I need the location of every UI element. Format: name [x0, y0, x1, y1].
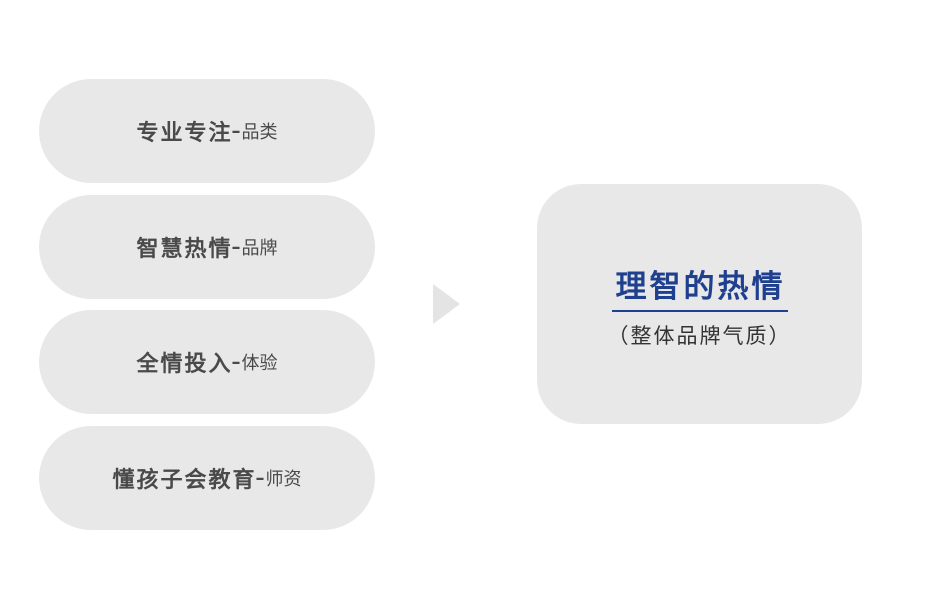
- result-title: 理智的热情: [611, 261, 788, 312]
- pillar-item-brand: 智慧热情–品牌: [39, 195, 375, 299]
- pillar-main-text: 懂孩子会教育: [112, 468, 257, 493]
- result-subtitle: （整体品牌气质）: [607, 323, 792, 348]
- pillar-sub-text: 品类: [241, 122, 278, 143]
- pillar-item-teachers: 懂孩子会教育–师资: [39, 426, 375, 530]
- pillar-main-text: 专业专注: [136, 121, 233, 146]
- pillar-sub-text: 品牌: [241, 238, 278, 259]
- pillar-separator: –: [231, 120, 241, 142]
- pillar-main-text: 智慧热情: [136, 237, 233, 262]
- pillar-separator: –: [255, 467, 265, 489]
- pillar-sub-text: 师资: [265, 469, 302, 490]
- pillar-item-category: 专业专注–品类: [39, 79, 375, 183]
- pillar-item-experience: 全情投入–体验: [39, 310, 375, 414]
- pillar-separator: –: [231, 351, 241, 373]
- result-box: 理智的热情 （整体品牌气质）: [537, 184, 862, 424]
- triangle-right-arrow-icon: [433, 284, 460, 324]
- pillar-separator: –: [231, 236, 241, 258]
- pillar-main-text: 全情投入: [136, 352, 233, 377]
- pillar-sub-text: 体验: [241, 353, 278, 374]
